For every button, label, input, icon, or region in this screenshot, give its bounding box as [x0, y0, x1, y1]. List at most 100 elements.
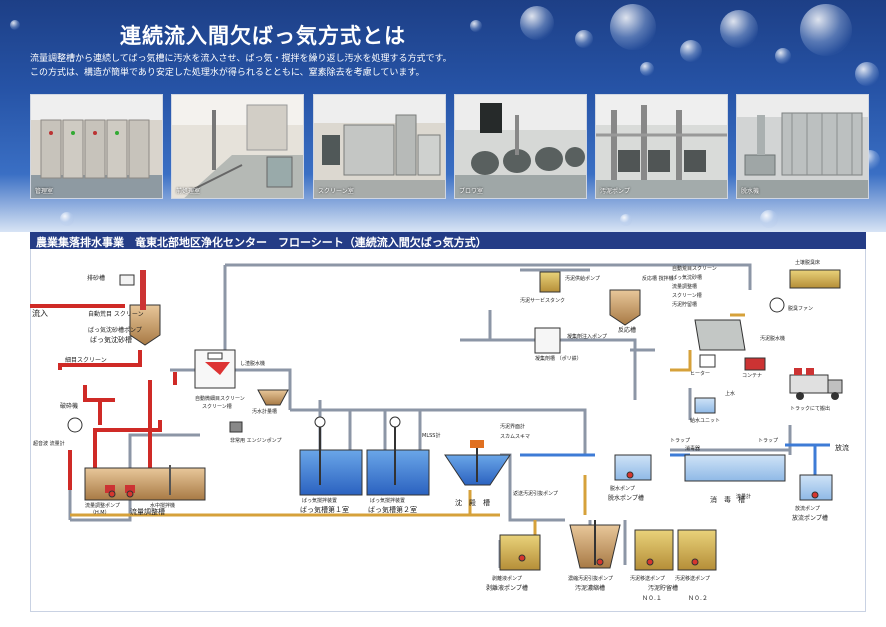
label-disinfection: 消 毒 槽 [710, 495, 745, 504]
label-separated-pump: 剥離液ポンプ [492, 575, 522, 582]
photo-pretreatment-room: 前処理室 [171, 94, 304, 199]
flowmeter-icon [67, 417, 83, 433]
label-truck: トラックにて搬出 [790, 405, 830, 412]
label-storage-pump-1: 汚泥移送ポンプ [630, 575, 665, 582]
label-water-unit: 給水ユニット [690, 417, 720, 424]
label-sludge-supply-pump: 汚泥供給ポンプ [565, 275, 600, 282]
label-screen-tank: スクリーン槽 [202, 403, 232, 410]
water-unit [694, 397, 716, 414]
separated-liquid-tank [499, 534, 541, 571]
label-thickener: 汚泥濃縮槽 [575, 584, 605, 592]
grit-tank [119, 270, 161, 346]
mixer-icon [314, 416, 326, 428]
photo-caption: ブロワ室 [459, 188, 484, 195]
intro-text: 流量調整槽から連続してばっ気槽に汚水を流入させ、ばっ気・撹拌を繰り返し汚水を処理… [30, 52, 452, 80]
label-grit-hopper: 破砕機 [60, 402, 78, 410]
label-separated-tank: 剥離液ポンプ槽 [486, 584, 528, 592]
label-deodorizer: 土壌脱臭床 [795, 259, 820, 266]
gray-pipes [68, 263, 792, 568]
container-icon [744, 357, 766, 371]
label-no1: Ｎ０.１ [642, 595, 662, 602]
label-eq-pump: 流量調整ポンプ [85, 502, 120, 509]
label-supply-water: 上水 [725, 390, 735, 397]
photo-dehydrator: 脱水機 [736, 94, 869, 199]
label-aeration-mixer-2: ばっ気撹拌装置 [370, 497, 405, 504]
thickener [569, 520, 621, 569]
deodor-source: スクリーン槽 [672, 292, 702, 299]
label-dewater-pump: 脱水ポンプ [610, 485, 635, 492]
photo-caption: スクリーン室 [318, 188, 354, 195]
label-discharge: 放流 [835, 443, 849, 452]
aeration-tank-1 [299, 425, 363, 496]
label-sand: 排砂槽 [87, 274, 105, 282]
heater-icon [699, 354, 716, 368]
intro-line: この方式は、構造が簡単であり安定した処理水が得られるとともに、窒素除去を考慮して… [30, 68, 425, 78]
mixer-icon [389, 416, 401, 428]
flowsheet-title-bar [30, 232, 866, 249]
label-aeration-tank-2: ばっ気槽第２室 [368, 505, 417, 514]
photo-caption: 汚泥ポンプ [600, 188, 630, 195]
deodor-source-list: 自動荒目スクリーン ばっ気沈砂槽 流量調整槽 スクリーン槽 汚泥貯留槽 [672, 265, 717, 308]
label-coagulant-tank: 凝集剤槽 （ポリ鉄） [535, 355, 582, 362]
photo-blower-room: ブロワ室 [454, 94, 587, 199]
flowsheet-diagram: 排砂槽 自動荒目 スクリーン ばっ気沈砂槽ポンプ ばっ気沈砂槽 流入 細目スクリ… [30, 259, 849, 602]
flowsheet-title: 農業集落排水事業 竜東北部地区浄化センター フローシート（連続流入間欠ばっ気方式… [36, 236, 487, 249]
page-title: 連続流入間欠ばっ気方式とは [120, 24, 406, 48]
label-chlorinator: 消毒器 [685, 445, 700, 452]
reactor-tank [609, 289, 641, 326]
label-trap-2: トラップ [758, 438, 778, 444]
screen-tank [194, 349, 236, 389]
label-trap-1: トラップ [670, 438, 690, 444]
deodor-source: ばっ気沈砂槽 [672, 274, 702, 281]
label-scum: スカムスキマ [500, 434, 530, 440]
label-interface: 汚泥界面計 [500, 423, 525, 430]
label-discharge-tank: 放流ポンプ槽 [792, 514, 828, 522]
photo-caption: 管理室 [35, 188, 54, 195]
pump-icons [108, 471, 819, 566]
label-clarifier: 沈 殿 槽 [455, 498, 490, 507]
label-hm: （H.M） [90, 510, 110, 516]
label-storage-pump-2: 汚泥移送ポンプ [675, 575, 710, 582]
label-discharge-pump: 放流ポンプ [795, 505, 820, 512]
label-aeration-mixer-1: ばっ気撹拌装置 [302, 497, 337, 504]
label-fine-auto-screen: 自動微細目スクリーン [195, 395, 245, 402]
label-mlss: MLSS計 [422, 432, 440, 439]
deodorizer-bed [789, 269, 841, 289]
label-auto-screen: 自動荒目 スクリーン [88, 310, 144, 318]
label-thickened-pump: 濃縮汚泥引抜ポンプ [568, 575, 613, 582]
photo-control-room: 管理室 [30, 94, 163, 199]
equalization-tank [84, 465, 206, 501]
intro-line: 流量調整槽から連続してばっ気槽に汚水を流入させ、ばっ気・撹拌を繰り返し汚水を処理… [30, 54, 452, 64]
label-container: コンテナ [742, 373, 762, 379]
aeration-tank-2 [366, 425, 430, 496]
label-aeration-tank-1: ばっ気槽第１室 [300, 505, 349, 514]
label-grit-pump: ばっ気沈砂槽ポンプ [88, 326, 142, 334]
photo-screen-room: スクリーン室 [313, 94, 446, 199]
header-band: 連続流入間欠ばっ気方式とは 流量調整槽から連続してばっ気槽に汚水を流入させ、ばっ… [0, 0, 886, 232]
photo-strip: 管理室 前処理室 [30, 94, 869, 206]
measuring-tank [257, 389, 289, 406]
label-no2: Ｎ０.２ [688, 595, 708, 602]
fan-icon [769, 297, 785, 313]
label-sludge-service-tank: 汚泥サービスタンク [520, 297, 565, 304]
emergency-pump-icon [229, 421, 243, 433]
label-reactor-mixer: 反応槽 撹拌機 [642, 275, 674, 282]
label-eq-tank: 流量調整槽 [130, 507, 165, 516]
label-sludge-storage: 汚泥貯留槽 [648, 584, 678, 592]
label-reactor: 反応槽 [618, 326, 636, 334]
label-grit-tank: ばっ気沈砂槽 [90, 335, 132, 344]
label-flowmeter: 超音波 流量計 [33, 440, 65, 447]
deodor-source: 汚泥貯留槽 [672, 301, 697, 308]
deodor-source: 自動荒目スクリーン [672, 265, 717, 272]
photo-caption: 前処理室 [176, 188, 201, 195]
label-fine-screen: 細目スクリーン [65, 356, 107, 364]
label-emergency-pump: 非常用 エンジンポンプ [230, 437, 281, 444]
deodor-source: 流量調整槽 [672, 283, 697, 290]
dewater-pump-tank [614, 454, 652, 481]
photo-caption: 脱水機 [741, 188, 760, 195]
flowsheet-panel [30, 232, 866, 612]
coagulant-tank [534, 327, 561, 354]
label-mixer: 水中撹拌機 [150, 502, 175, 509]
label-heater: ヒーター [690, 370, 710, 377]
photo-sludge-pump: 汚泥ポンプ [595, 94, 728, 199]
